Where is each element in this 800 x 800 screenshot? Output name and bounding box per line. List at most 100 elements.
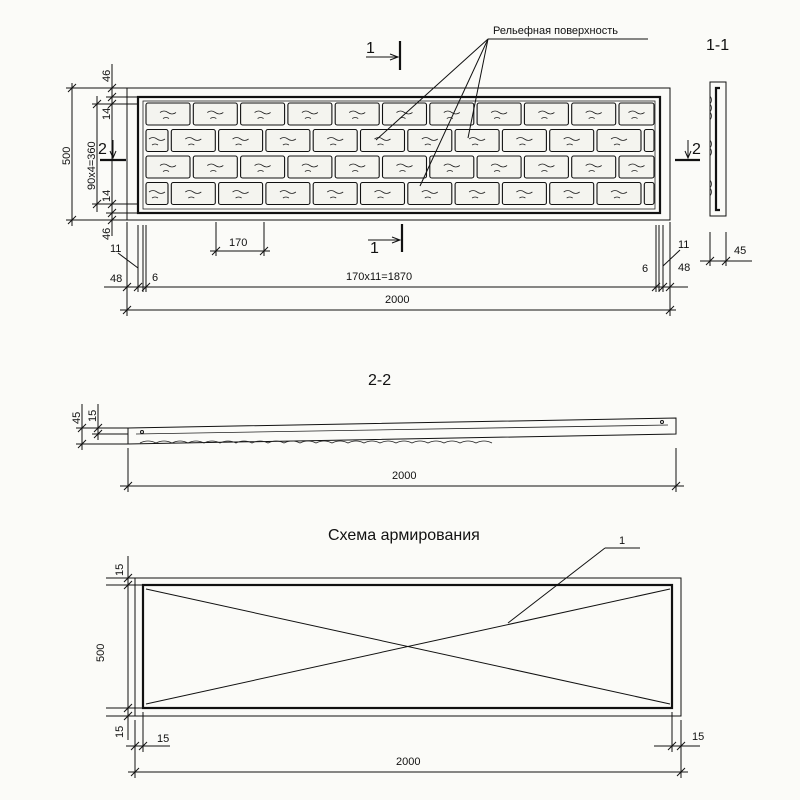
brick-texture <box>563 137 580 146</box>
section-2-2: 2-2 45 15 2000 <box>71 372 684 492</box>
brick <box>240 102 286 126</box>
brick-texture <box>585 163 602 172</box>
brick-texture <box>279 190 297 199</box>
brick-texture <box>396 163 413 172</box>
section-mark-right: 2 <box>692 141 701 158</box>
brick-texture <box>421 137 439 146</box>
dim-height-total: 500 <box>61 147 73 165</box>
section-mark-bottom: 1 <box>370 240 379 257</box>
section-1-1-title: 1-1 <box>706 37 729 54</box>
brick <box>501 181 547 206</box>
brick <box>643 128 655 153</box>
brick-texture <box>563 190 580 199</box>
brick <box>618 102 655 126</box>
brick <box>312 128 358 153</box>
brick <box>218 181 264 206</box>
brick <box>287 155 333 179</box>
reinforcement-callout: 1 <box>619 535 625 547</box>
brick-texture <box>185 190 202 199</box>
dim-total-length: 2000 <box>385 294 409 306</box>
brick-texture <box>585 110 602 119</box>
dim-inner-height: 90x4=360 <box>86 141 98 190</box>
dim-bottom-margin: 46 <box>101 228 113 240</box>
plan-view: Рельефная поверхность 1 1 2 <box>61 25 701 316</box>
brick-width-dimension: 170 <box>210 222 270 256</box>
brick <box>523 155 569 179</box>
reinforcement-top-cover: 15 <box>114 564 126 576</box>
panel-outer-outline <box>126 87 671 221</box>
brick-texture <box>443 110 461 119</box>
section-cut-2-left: 2 <box>98 140 126 162</box>
panel-inner-outline <box>136 95 662 215</box>
brick <box>145 102 191 126</box>
brick <box>454 181 500 206</box>
brick-texture <box>421 190 439 199</box>
brick-texture <box>301 163 319 172</box>
brick-texture <box>490 110 508 119</box>
left-dimensions: 500 90x4=360 46 14 14 46 <box>61 64 138 240</box>
brick <box>501 128 547 153</box>
brick <box>523 102 569 126</box>
brick <box>476 155 522 179</box>
reinforcement-height: 500 <box>95 644 107 662</box>
brick <box>359 181 406 206</box>
section-1-1: 1-1 45 <box>700 37 752 266</box>
dim-top-gap: 14 <box>101 108 113 120</box>
brick-texture <box>159 110 177 119</box>
section-mark-left: 2 <box>98 141 107 158</box>
brick-texture <box>443 163 461 172</box>
brick <box>334 102 380 126</box>
reinforcement-scheme: Схема армирования 1 15 500 15 15 15 <box>95 527 704 778</box>
section-2-2-thickness: 45 <box>71 412 83 424</box>
relief-leader-1 <box>375 38 489 141</box>
brick <box>549 128 595 153</box>
relief-label: Рельефная поверхность <box>493 25 618 37</box>
reinforcement-length: 2000 <box>396 756 420 768</box>
brick-texture <box>468 190 486 199</box>
brick-texture <box>374 137 391 146</box>
reinforcement-left-cover: 15 <box>157 733 169 745</box>
brick <box>218 128 264 153</box>
dim-brick-run: 170x11=1870 <box>346 271 412 283</box>
brick-texture <box>232 137 249 146</box>
brick-texture <box>348 163 366 172</box>
brick-texture <box>468 137 486 146</box>
brick-texture <box>207 110 224 119</box>
brick <box>476 102 522 126</box>
brick-texture <box>148 190 166 199</box>
brick <box>429 102 475 126</box>
reinforcement-right-cover: 15 <box>692 731 704 743</box>
brick <box>145 128 169 153</box>
brick <box>571 155 617 179</box>
brick-texture <box>538 110 555 119</box>
brick <box>240 155 286 179</box>
brick <box>145 181 169 206</box>
panel-inner-outline-2 <box>142 100 656 210</box>
section-cut-2-right: 2 <box>675 140 701 162</box>
brick <box>192 102 238 126</box>
brick-texture <box>326 137 344 146</box>
brick <box>618 155 655 179</box>
bottom-dimensions: 170x11=1870 11 48 6 11 48 6 2000 <box>104 222 690 316</box>
brick-texture <box>207 163 224 172</box>
brick-texture <box>301 110 319 119</box>
brick-texture <box>374 190 391 199</box>
brick <box>312 181 358 206</box>
brick <box>407 181 453 206</box>
brick <box>429 155 475 179</box>
brick-texture <box>185 137 202 146</box>
brick-texture <box>516 190 533 199</box>
section-cut-1-bottom: 1 <box>368 224 404 257</box>
brick <box>549 181 595 206</box>
reinforcement-title: Схема армирования <box>328 527 480 544</box>
section-mark-top: 1 <box>366 40 375 57</box>
dim-right-edge-small: 11 <box>678 239 689 251</box>
brick <box>407 128 453 153</box>
brick-texture <box>326 190 344 199</box>
brick <box>170 181 216 206</box>
dim-right-edge-mini: 6 <box>642 263 648 275</box>
brick-texture <box>516 137 533 146</box>
brick <box>596 181 642 206</box>
section-cut-1-top: 1 <box>366 40 402 70</box>
brick <box>170 128 216 153</box>
